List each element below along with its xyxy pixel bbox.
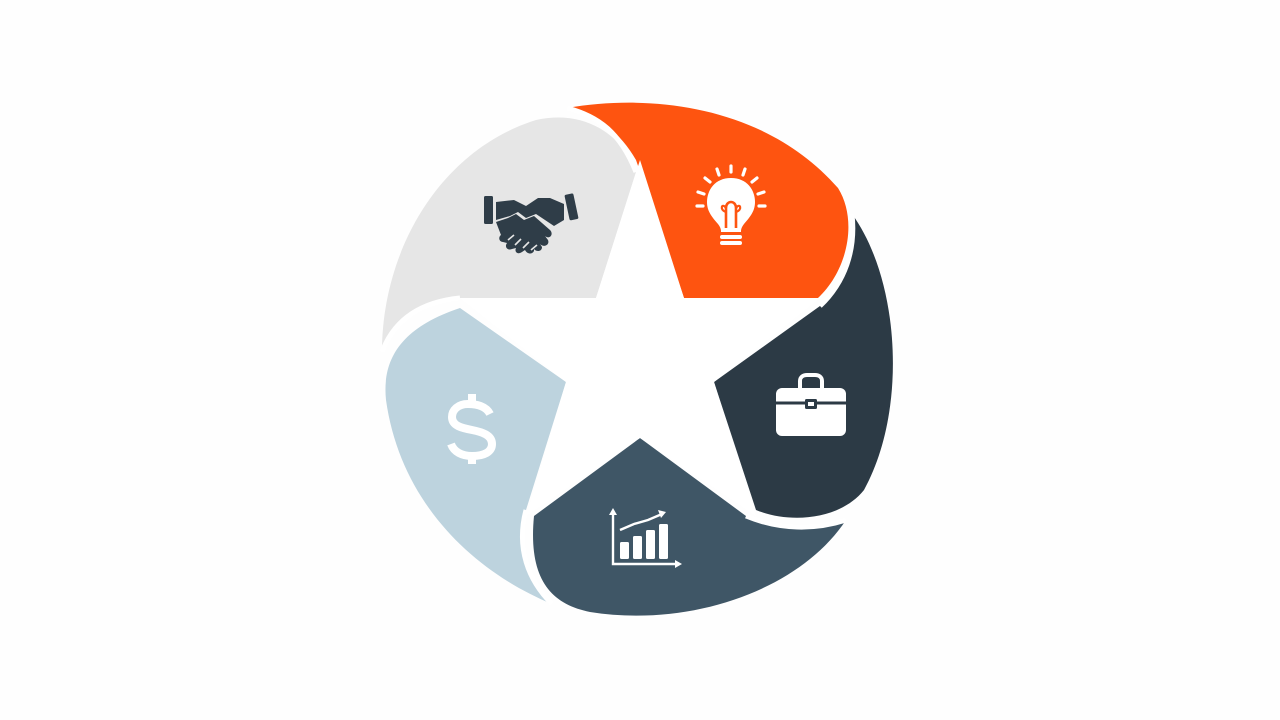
segment-growth	[533, 438, 846, 616]
briefcase-icon	[776, 373, 846, 436]
segment-business	[714, 214, 893, 518]
center-star	[460, 160, 820, 516]
lightbulb-icon	[695, 164, 767, 245]
handshake-icon	[484, 193, 579, 254]
segment-separators	[379, 105, 856, 606]
bar-chart-growth-icon	[609, 508, 682, 568]
dollar-icon	[447, 394, 497, 464]
